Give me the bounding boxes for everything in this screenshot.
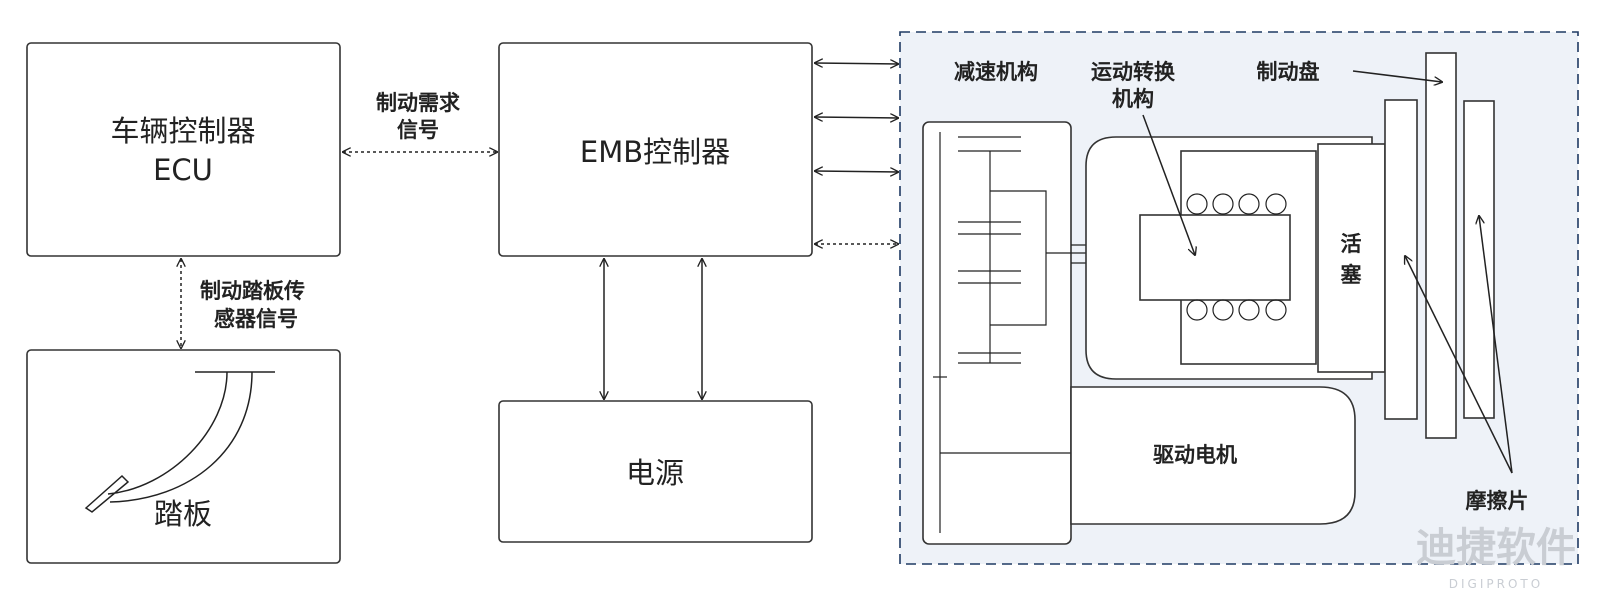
brake-demand-label: 制动需求	[376, 91, 460, 115]
actuator-link-3	[815, 171, 898, 172]
brake-disc-leader	[1352, 70, 1442, 82]
vehicle-controller-label: 车辆控制器	[110, 114, 255, 148]
motion-converter-label: 运动转换	[1091, 60, 1176, 84]
actuator-link-1	[815, 63, 898, 64]
pedal-sensor-label: 制动踏板传	[200, 279, 305, 303]
reducer-label: 减速机构	[954, 60, 1038, 84]
brake-demand-label-line2: 信号	[397, 118, 439, 142]
vehicle-controller-ecu-label: ECU	[153, 153, 213, 187]
brake-demand-link: 制动需求 信号	[343, 91, 497, 152]
piston-label: 活	[1341, 232, 1362, 256]
pedal-block: 踏板	[26, 349, 341, 564]
reduction-gear	[922, 121, 1140, 545]
vehicle-controller-block: 车辆控制器 ECU	[26, 42, 341, 257]
emb-controller-label: EMB控制器	[580, 135, 730, 169]
friction-pad-label: 摩擦片	[1466, 489, 1529, 513]
actuator-link-2	[815, 117, 898, 118]
power-supply-block: 电源	[498, 400, 813, 543]
motion-converter-leader	[1142, 114, 1195, 255]
pedal-drawing	[84, 371, 275, 513]
pedal-sensor-link: 制动踏板传 感器信号	[181, 259, 305, 348]
friction-pad-inner	[1384, 99, 1418, 420]
power-supply-label: 电源	[626, 456, 684, 490]
drive-motor: 驱动电机	[1070, 386, 1356, 525]
friction-pad-leader-2	[1479, 216, 1513, 474]
pedal-label: 踏板	[154, 497, 212, 531]
watermark-subtitle: DIGIPROTO	[1449, 577, 1543, 591]
friction-pad-outer	[1463, 100, 1495, 419]
piston: 活 塞	[1317, 143, 1386, 373]
watermark-logo: 迪捷软件	[1416, 525, 1576, 571]
brake-disc-label: 制动盘	[1257, 60, 1320, 84]
motion-converter-label-line2: 机构	[1112, 87, 1154, 111]
pedal-sensor-label-line2: 感器信号	[214, 307, 298, 331]
friction-pad-leader-1	[1405, 256, 1513, 474]
motion-converter	[1085, 136, 1373, 380]
brake-disc	[1425, 52, 1457, 439]
piston-label-line2: 塞	[1341, 263, 1363, 287]
emb-controller-block: EMB控制器	[498, 42, 813, 257]
drive-motor-label: 驱动电机	[1153, 443, 1237, 467]
coil-circles	[1186, 193, 1287, 321]
